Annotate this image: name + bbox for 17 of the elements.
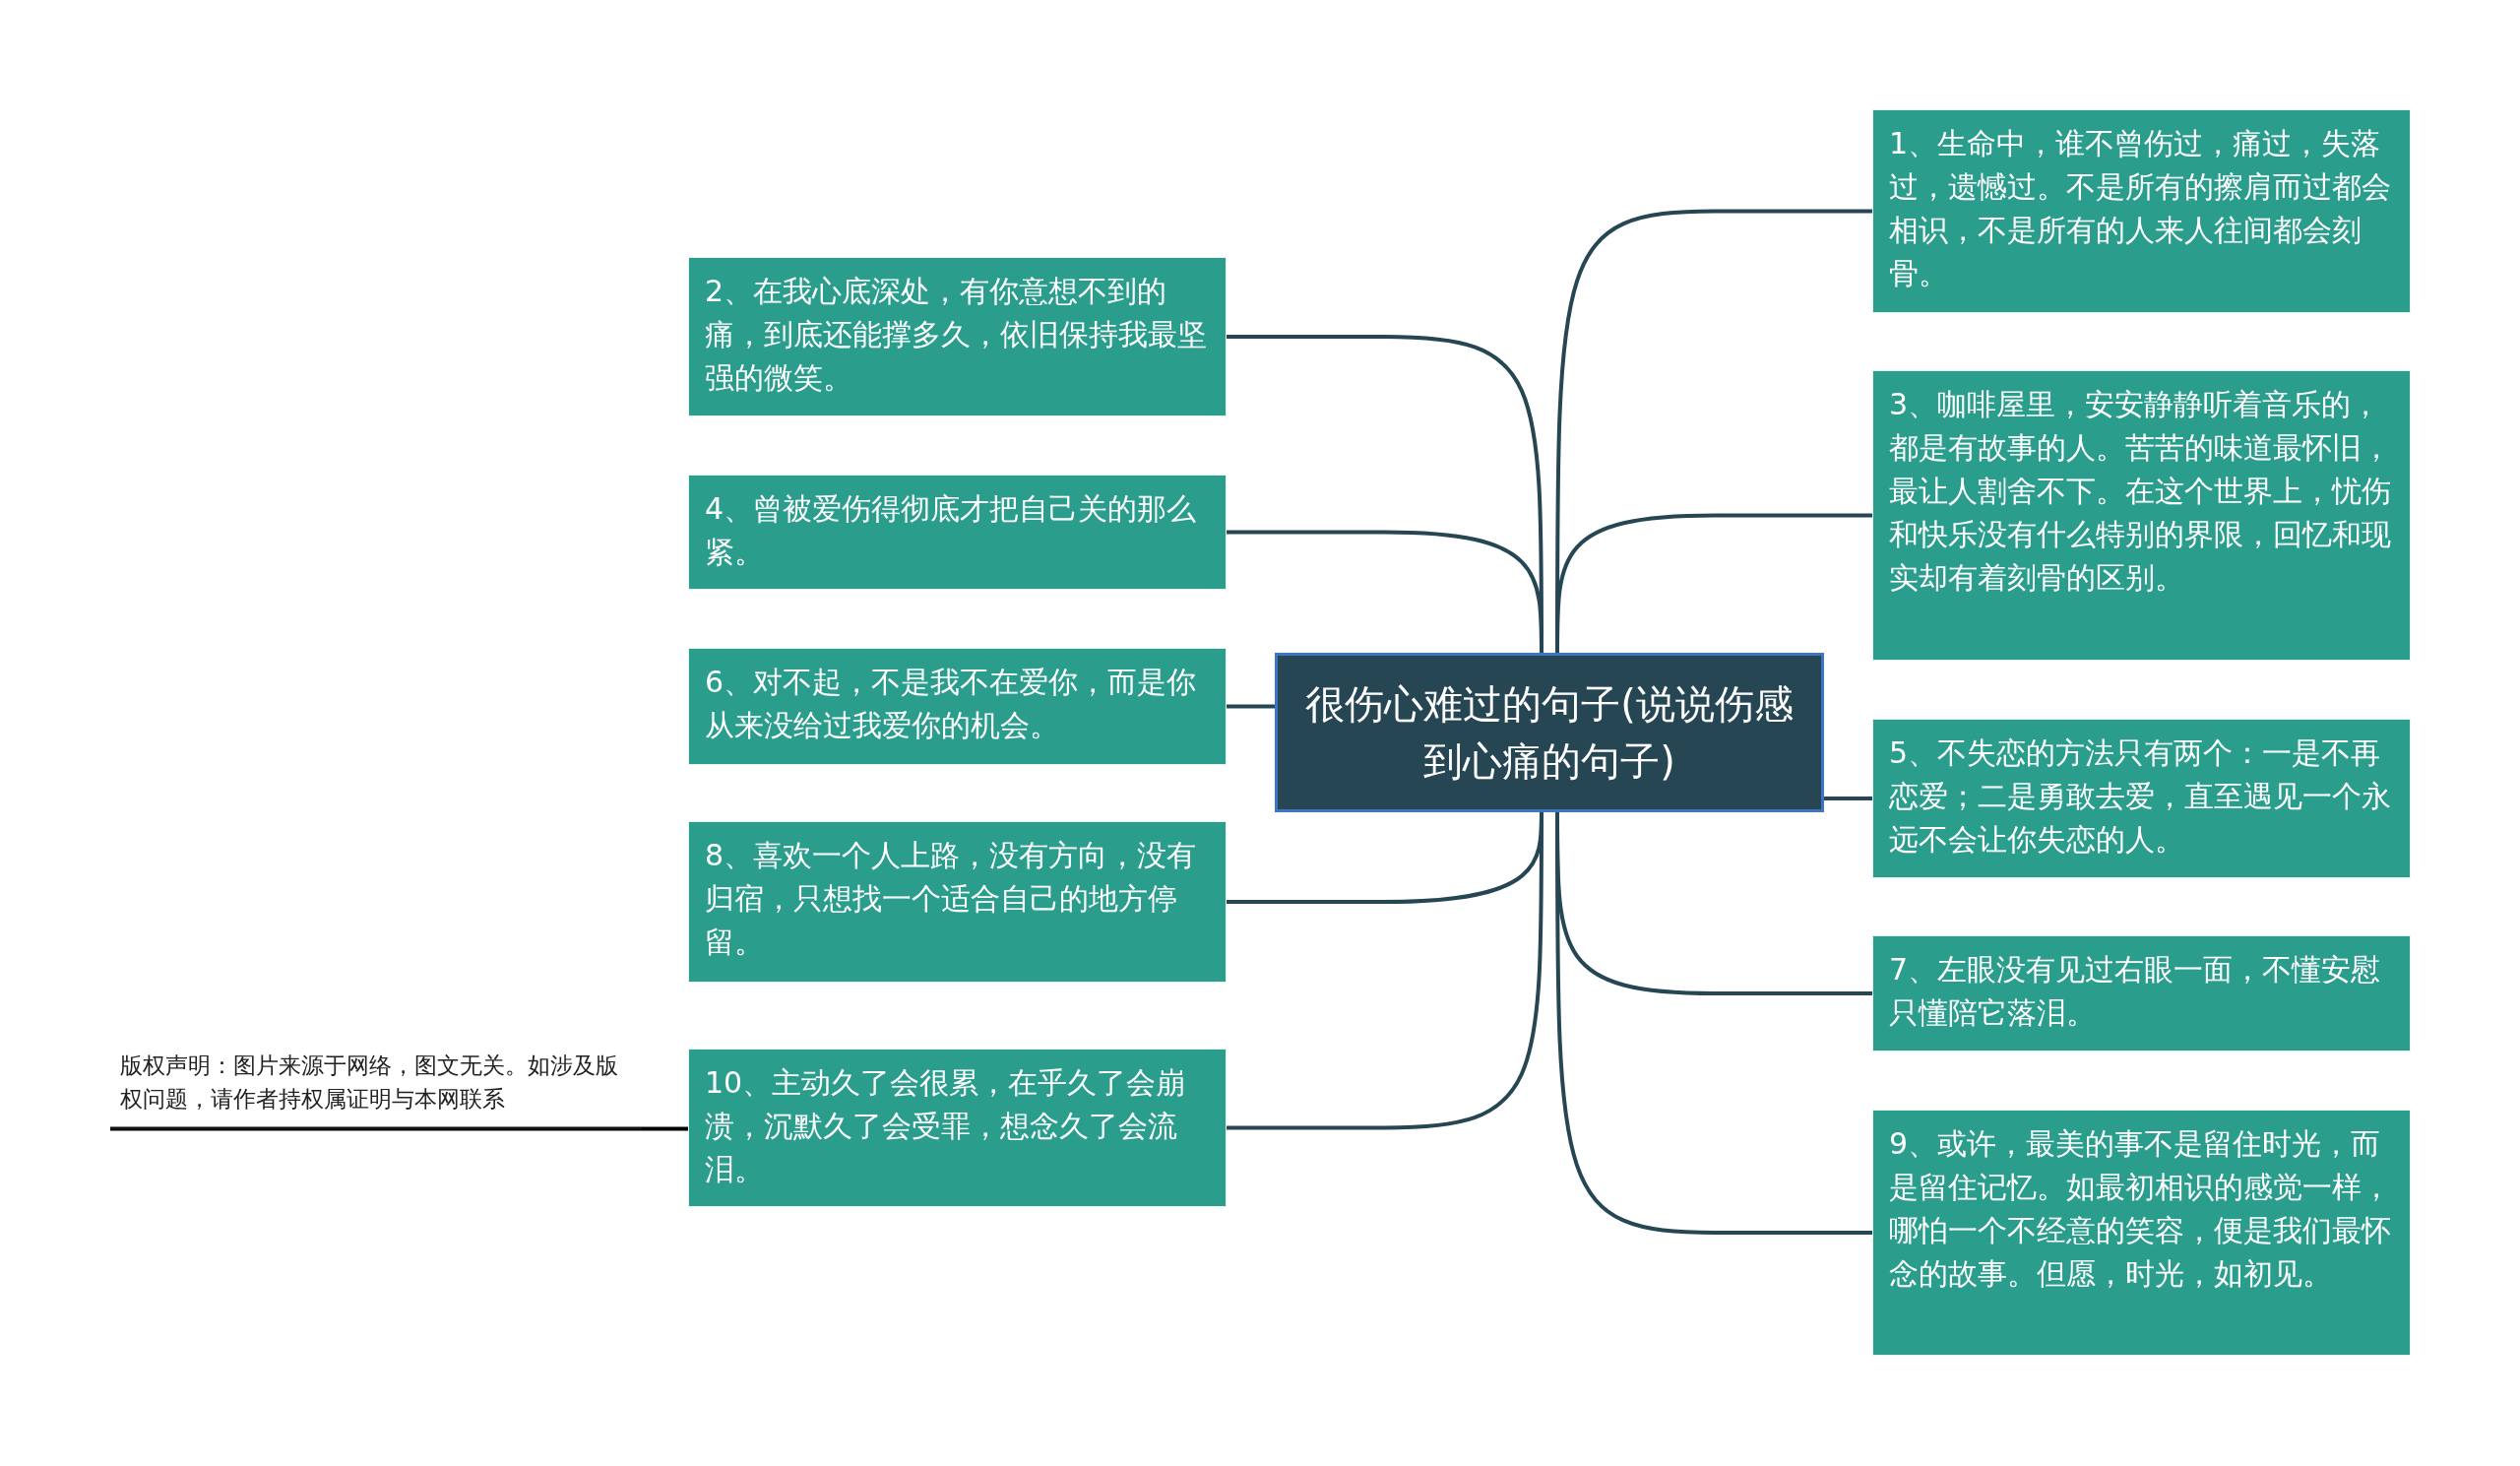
topic-box: 6、对不起，不是我不在爱你，而是你从来没给过我爱你的机会。 <box>688 648 1227 765</box>
topic-box: 4、曾被爱伤得彻底才把自己关的那么紧。 <box>688 475 1227 590</box>
topic-box: 10、主动久了会很累，在乎久了会崩溃，沉默久了会受罪，想念久了会流泪。 <box>688 1049 1227 1207</box>
topic-box: 3、咖啡屋里，安安静静听着音乐的，都是有故事的人。苦苦的味道最怀旧，最让人割舍不下。在这个世界上，忧伤和快乐没有什么特别的界限，回忆和现实却有着刻骨的区别。 <box>1872 370 2411 661</box>
topic-box: 9、或许，最美的事不是留住时光，而是留住记忆。如最初相识的感觉一样，哪怕一个不经意的笑容，便是我们最怀念的故事。但愿，时光，如初见。 <box>1872 1110 2411 1356</box>
topic-box: 1、生命中，谁不曾伤过，痛过，失落过，遗憾过。不是所有的擦肩而过都会相识，不是所有的人来人往间都会刻骨。 <box>1872 109 2411 313</box>
copyright-text: 版权声明：图片来源于网络，图文无关。如涉及版权问题，请作者持权属证明与本网联系 <box>120 1052 619 1114</box>
branch-connector <box>1227 704 1275 709</box>
topic-box: 5、不失恋的方法只有两个：一是不再恋爱；二是勇敢去爱，直至遇见一个永远不会让你失恋的人。 <box>1872 719 2411 878</box>
branch-connector <box>1555 513 1872 653</box>
leader-line <box>110 1126 688 1131</box>
topic-box: 8、喜欢一个人上路，没有方向，没有归宿，只想找一个适合自己的地方停留。 <box>688 821 1227 983</box>
branch-connector <box>1227 812 1544 1130</box>
topic-box: 2、在我心底深处，有你意想不到的痛，到底还能撑多久，依旧保持我最坚强的微笑。 <box>688 257 1227 416</box>
central-topic-box: 很伤心难过的句子(说说伤感到心痛的句子) <box>1275 653 1824 812</box>
branch-connector <box>1824 797 1872 800</box>
topic-box: 7、左眼没有见过右眼一面，不懂安慰只懂陪它落泪。 <box>1872 935 2411 1052</box>
